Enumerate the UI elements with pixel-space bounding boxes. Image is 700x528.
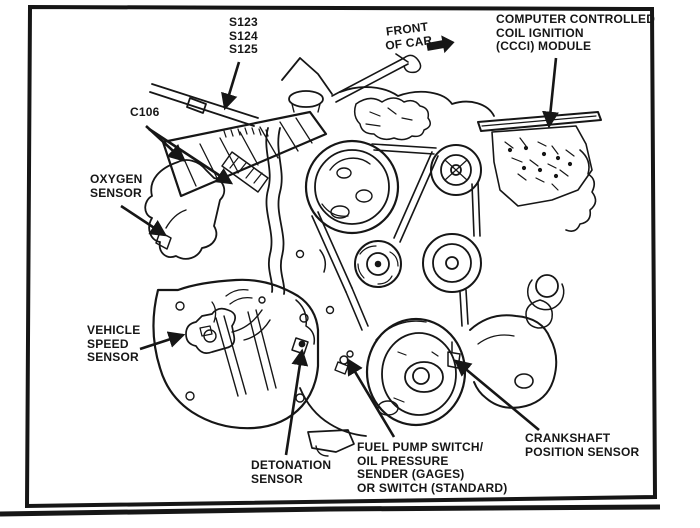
engine-illustration [144,53,602,457]
leader-oxygen-sensor [120,204,168,237]
bottom-rule [0,504,661,517]
leader-splice-codes [221,61,241,111]
leader-detonation-sensor [284,348,309,456]
label-oxygen-sensor: OXYGEN SENSOR [90,172,143,200]
leader-c106-b [148,127,234,185]
figure-frame [0,4,661,517]
leader-vehicle-speed-sensor [139,331,186,351]
front-of-car-arrow-icon [426,35,455,54]
leader-ccci-module [542,57,559,129]
label-vehicle-speed-sensor: VEHICLE SPEED SENSOR [87,323,141,364]
label-splice-codes: S123 S124 S125 [229,15,258,56]
label-fuel-pump-switch: FUEL PUMP SWITCH/ OIL PRESSURE SENDER (G… [357,440,508,495]
label-ccci-module: COMPUTER CONTROLLED COIL IGNITION (CCCI)… [496,12,656,53]
label-c106: C106 [130,105,160,119]
leader-crankshaft-position-sensor [454,359,540,431]
leader-fuel-pump-switch [346,357,396,438]
label-detonation-sensor: DETONATION SENSOR [251,458,332,486]
label-crankshaft-position-sensor: CRANKSHAFT POSITION SENSOR [525,431,640,459]
leader-arrows [120,57,559,456]
